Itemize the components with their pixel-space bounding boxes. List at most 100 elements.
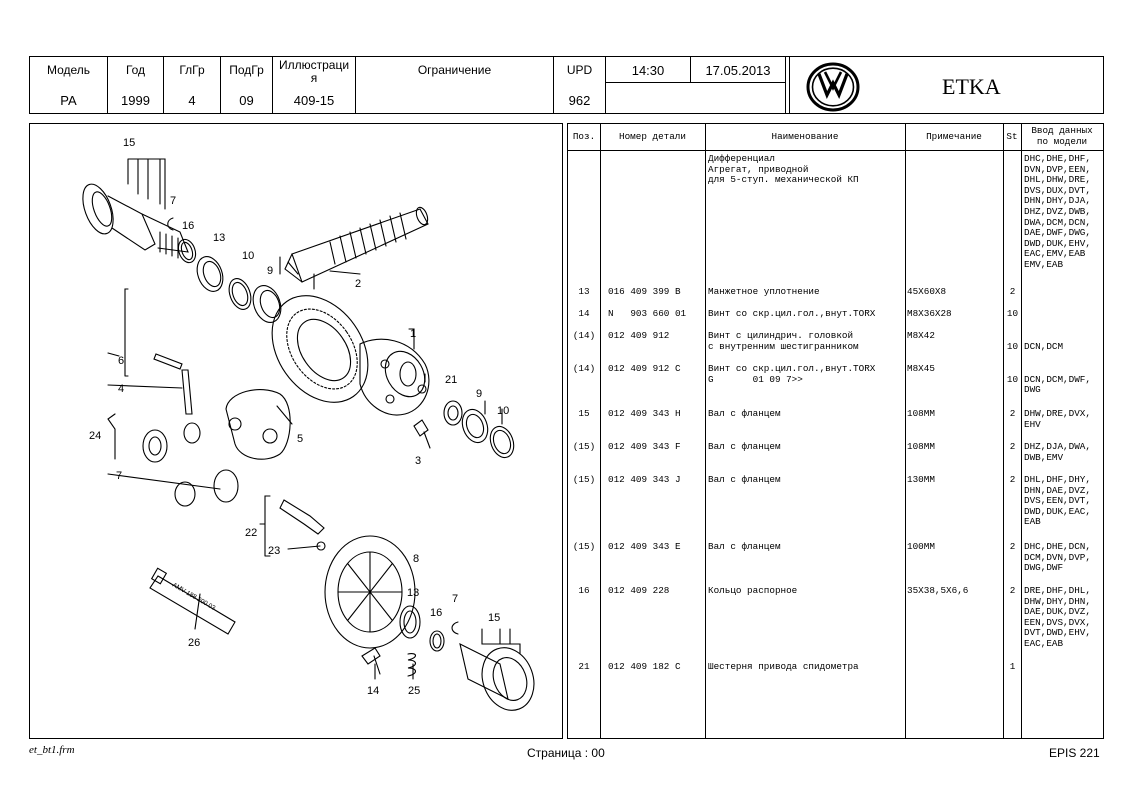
cell-st: 2 <box>1009 441 1016 452</box>
exploded-diagram: 15 7 16 13 10 9 2 1 6 4 21 9 10 24 5 3 7… <box>82 137 535 711</box>
cell-pos: (15) <box>572 441 596 452</box>
tube-label: AMV 188 200 03 <box>171 582 217 612</box>
footer-version: EPIS 221 <box>1049 746 1100 760</box>
etka-brand: ETKA <box>942 74 1001 99</box>
callout-label: 24 <box>89 430 101 442</box>
header-col-model: Модель PA <box>30 57 108 113</box>
cell-model: DRE,DHF,DHL, DHW,DHY,DHN, DAE,DUK,DVZ, E… <box>1024 585 1091 649</box>
cell-part-no: 012 409 912 C <box>608 363 681 374</box>
cell-name: Вал с фланцем <box>708 541 781 552</box>
cell-model: DHC,DHE,DHF, DVN,DVP,EEN, DHL,DHW,DRE, D… <box>1024 153 1091 270</box>
cell-model: DHL,DHF,DHY, DHN,DAE,DVZ, DVS,EEN,DVT, D… <box>1024 474 1091 528</box>
cell-name: Вал с фланцем <box>708 474 781 485</box>
vw-logo <box>806 62 860 112</box>
col-header-st: St <box>1006 130 1018 142</box>
parts-table: Поз. Номер детали Наименование Примечани… <box>567 123 1104 739</box>
header-col-upd: UPD 962 <box>554 57 606 113</box>
cell-note: M8X42 <box>907 330 935 341</box>
cell-part-no: 012 409 343 J <box>608 474 681 485</box>
cell-name: Манжетное уплотнение <box>708 286 820 297</box>
cell-note: 108MM <box>907 408 935 419</box>
callout-label: 22 <box>245 527 257 539</box>
callout-label: 6 <box>118 355 124 367</box>
header-label: Модель <box>46 63 91 77</box>
callout-label: 13 <box>407 587 419 599</box>
cell-part-no: 012 409 343 H <box>608 408 681 419</box>
col-header-pos: Поз. <box>572 130 596 142</box>
callout-label: 1 <box>410 328 416 340</box>
col-header-note: Примечание <box>926 130 982 142</box>
col-header-part-no: Номер детали <box>619 130 686 142</box>
callout-label: 9 <box>476 388 482 400</box>
cell-note: M8X45 <box>907 363 935 374</box>
cell-st: 2 <box>1009 585 1016 596</box>
callout-label: 10 <box>242 250 254 262</box>
cell-pos: 16 <box>578 585 590 596</box>
cell-st: 2 <box>1009 286 1016 297</box>
cell-st: 2 <box>1009 541 1016 552</box>
callout-label: 5 <box>297 433 303 445</box>
cell-part-no: 012 409 228 <box>608 585 670 596</box>
callout-label: 7 <box>116 470 122 482</box>
callout-label: 21 <box>445 374 457 386</box>
cell-st: 1 <box>1009 661 1016 672</box>
callout-label: 8 <box>413 553 419 565</box>
cell-pos: (15) <box>572 541 596 552</box>
cell-note: 45X60X8 <box>907 286 947 297</box>
header-label: Иллюстраци я <box>278 58 350 85</box>
cell-name: Кольцо распорное <box>708 585 798 596</box>
callout-label: 7 <box>452 593 458 605</box>
cell-model: DCN,DCM,DWF, DWG <box>1024 373 1091 396</box>
callout-label: 16 <box>430 607 442 619</box>
cell-name: Вал с фланцем <box>708 441 781 452</box>
cell-model: DHZ,DJA,DWA, DWB,EMV <box>1024 441 1091 463</box>
header-value: 4 <box>188 93 196 108</box>
callout-label: 4 <box>118 383 124 395</box>
callout-label: 3 <box>415 455 421 467</box>
header-date: 17.05.2013 <box>705 63 771 78</box>
cell-part-no: N 903 660 01 <box>608 308 687 319</box>
header-label: Ограничение <box>417 63 492 77</box>
callout-label: 15 <box>488 612 500 624</box>
cell-pos: (14) <box>572 363 596 374</box>
col-header-name: Наименование <box>771 130 839 142</box>
header-label: Год <box>125 63 146 77</box>
cell-model: DHC,DHE,DCN, DCM,DVN,DVP, DWG,DWF <box>1024 541 1091 574</box>
header-bar: Модель PA Год 1999 ГлГр 4 ПодГр 09 Иллюс… <box>29 56 1104 114</box>
cell-part-no: 012 409 182 C <box>608 661 681 672</box>
callout-label: 10 <box>497 405 509 417</box>
callout-label: 25 <box>408 685 420 697</box>
header-col-illustration: Иллюстраци я 409-15 <box>273 57 356 113</box>
cell-name: Дифференциал Агрегат, приводной для 5-ст… <box>708 153 859 186</box>
header-col-subgroup: ПодГр 09 <box>221 57 273 113</box>
cell-pos: 13 <box>578 286 590 297</box>
header-value: PA <box>60 93 77 108</box>
header-col-restriction: Ограничение <box>356 57 554 113</box>
cell-pos: (15) <box>572 474 596 485</box>
cell-st: 10 <box>1006 340 1019 352</box>
header-time: 14:30 <box>631 63 665 78</box>
cell-pos: 14 <box>578 308 590 319</box>
callout-label: 7 <box>170 195 176 207</box>
cell-pos: 15 <box>578 408 590 419</box>
header-col-datetime: 14:30 17.05.2013 <box>606 57 786 113</box>
cell-st: 10 <box>1006 308 1019 319</box>
callout-label: 13 <box>213 232 225 244</box>
cell-note: 100MM <box>907 541 935 552</box>
cell-st: 10 <box>1006 373 1019 385</box>
header-label: ГлГр <box>179 63 205 77</box>
cell-name: Вал с фланцем <box>708 408 781 419</box>
cell-model: DHW,DRE,DVX, EHV <box>1024 408 1091 430</box>
footer-filename: et_bt1.frm <box>29 744 75 756</box>
callout-label: 23 <box>268 545 280 557</box>
header-value: 1999 <box>121 93 150 108</box>
cell-part-no: 016 409 399 B <box>608 286 681 297</box>
cell-st: 2 <box>1009 474 1016 485</box>
cell-name: Шестерня привода спидометра <box>708 661 859 672</box>
callout-label: 16 <box>182 220 194 232</box>
callout-label: 14 <box>367 685 379 697</box>
cell-pos: 21 <box>578 661 590 672</box>
cell-name: Винт с цилиндрич. головкой с внутренним … <box>708 330 859 352</box>
cell-model: DCN,DCM <box>1024 340 1064 352</box>
cell-part-no: 012 409 343 F <box>608 441 681 452</box>
